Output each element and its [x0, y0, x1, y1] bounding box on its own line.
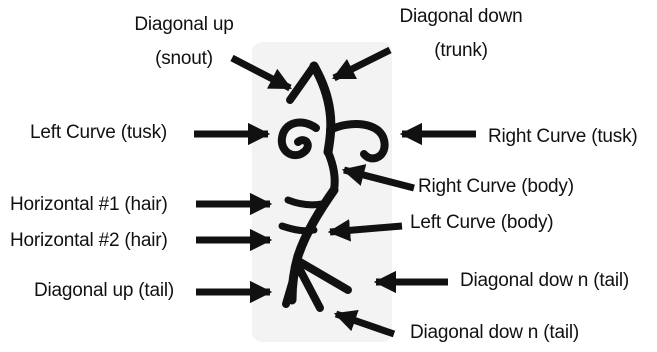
- label-right-curve-body: Right Curve (body): [418, 176, 574, 198]
- label-diagonal-down-trunk-line1: Diagonal down: [386, 6, 536, 28]
- label-diagonal-up-snout-line1: Diagonal up: [124, 14, 244, 36]
- label-diagonal-down-trunk: Diagonal down (trunk): [386, 6, 536, 62]
- glyph-right-tusk-stroke: [330, 124, 385, 158]
- arrow-tail-down-2: [336, 314, 394, 334]
- label-horizontal-1-hair: Horizontal #1 (hair): [10, 194, 168, 216]
- label-left-curve-body: Left Curve (body): [410, 212, 553, 234]
- glyph-body-right-curve-stroke: [328, 152, 335, 190]
- label-diagonal-down-trunk-line2: (trunk): [386, 40, 536, 62]
- label-diagonal-up-snout: Diagonal up (snout): [124, 14, 244, 70]
- label-diagonal-up-tail: Diagonal up (tail): [34, 280, 174, 302]
- label-left-curve-tusk: Left Curve (tusk): [30, 122, 167, 144]
- arrow-left-body: [330, 226, 402, 232]
- glyph-left-tusk-stroke: [282, 123, 316, 156]
- label-horizontal-2-hair: Horizontal #2 (hair): [10, 230, 168, 252]
- label-right-curve-tusk: Right Curve (tusk): [488, 126, 638, 148]
- arrow-trunk: [334, 50, 390, 78]
- label-diagonal-up-snout-line2: (snout): [124, 48, 244, 70]
- label-diagonal-down-tail-1: Diagonal dow n (tail): [460, 270, 629, 292]
- glyph-trunk-stroke: [314, 66, 331, 152]
- glyph-hair-1-stroke: [288, 200, 322, 205]
- glyph-snout-stroke: [290, 66, 314, 100]
- elephant-glyph: [282, 66, 385, 308]
- label-diagonal-down-tail-2: Diagonal dow n (tail): [410, 322, 579, 344]
- arrow-right-body: [344, 170, 414, 188]
